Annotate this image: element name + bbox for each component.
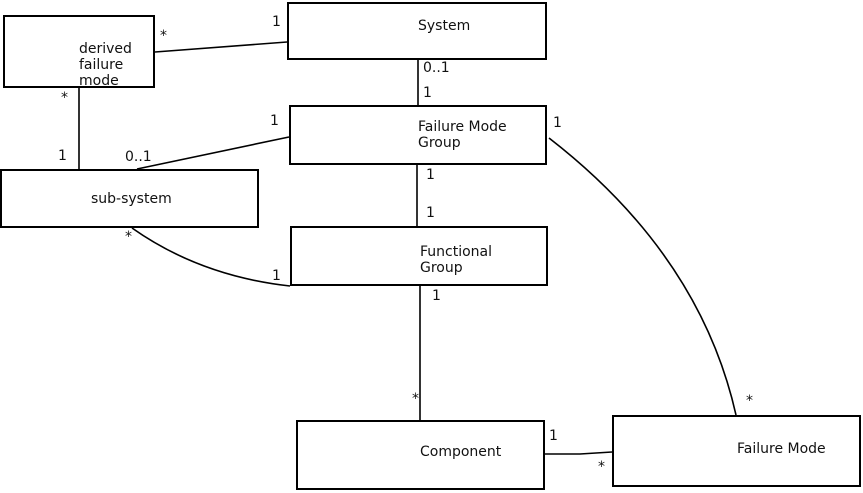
- multiplicity-label: 1: [426, 167, 435, 183]
- multiplicity-label: 1: [426, 205, 435, 221]
- node-functional-group: Functional Group: [290, 226, 548, 286]
- multiplicity-label: 1: [272, 14, 281, 30]
- multiplicity-label: 0..1: [125, 149, 152, 165]
- node-functional-group-label: Functional Group: [420, 244, 493, 276]
- multiplicity-label: *: [746, 393, 753, 409]
- multiplicity-label: 1: [423, 85, 432, 101]
- node-sub-system-label: sub-system: [91, 191, 172, 207]
- edge-sub-system-functional-group: [131, 227, 291, 287]
- multiplicity-label: *: [125, 229, 132, 245]
- multiplicity-label: *: [412, 391, 419, 407]
- multiplicity-label: 1: [553, 115, 562, 131]
- multiplicity-label: 1: [272, 268, 281, 284]
- node-sub-system: sub-system: [0, 169, 259, 228]
- node-failure-mode: Failure Mode: [612, 415, 861, 487]
- node-failure-mode-label: Failure Mode: [737, 441, 826, 457]
- node-derived-failure-mode: derived failure mode: [3, 15, 155, 89]
- node-system: System: [287, 2, 547, 60]
- node-system-label: System: [418, 18, 471, 34]
- node-component: Component: [296, 420, 545, 490]
- node-failure-mode-group: Failure Mode Group: [289, 105, 547, 165]
- multiplicity-label: *: [160, 28, 167, 44]
- node-derived-failure-mode-label: derived failure mode: [79, 41, 132, 89]
- multiplicity-label: *: [61, 90, 68, 106]
- edge-component-failure-mode: [545, 451, 613, 455]
- multiplicity-label: 0..1: [423, 60, 450, 76]
- multiplicity-label: 1: [549, 428, 558, 444]
- multiplicity-label: 1: [58, 148, 67, 164]
- node-component-label: Component: [420, 444, 502, 460]
- multiplicity-label: 1: [270, 113, 279, 129]
- multiplicity-label: *: [598, 459, 605, 475]
- edge-derived-failure-mode-system: [154, 41, 288, 53]
- multiplicity-label: 1: [432, 288, 441, 304]
- edge-failure-mode-group-sub-system: [136, 136, 290, 170]
- edge-failure-mode-group-failure-mode: [548, 137, 737, 416]
- node-failure-mode-group-label: Failure Mode Group: [418, 119, 507, 151]
